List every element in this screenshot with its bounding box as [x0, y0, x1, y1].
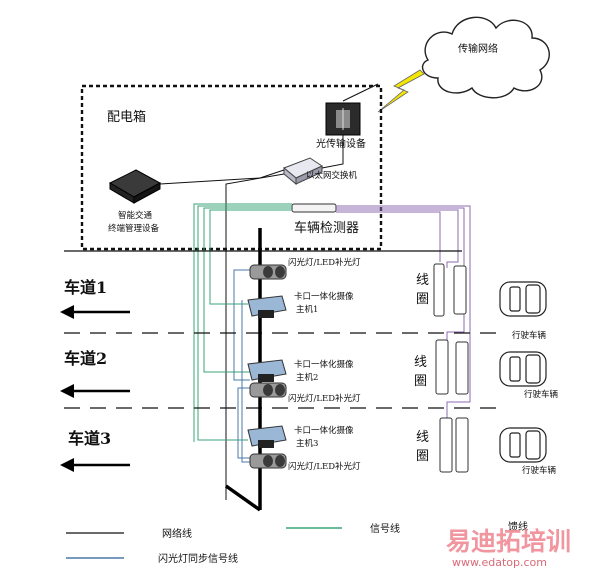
- cloud-label: 传输网络: [458, 42, 498, 55]
- camera-1-label-line1: 卡口一体化摄像: [294, 291, 354, 302]
- vehicle-detector: [291, 203, 337, 213]
- camera-3-label-line1: 卡口一体化摄像: [294, 425, 354, 436]
- legend-signal-label: 信号线: [370, 522, 400, 535]
- legend: 网络线 信号线 馈线 闪光灯同步信号线: [66, 520, 528, 565]
- legend-flash-sync-label: 闪光灯同步信号线: [158, 552, 238, 565]
- ethernet-switch: [283, 157, 324, 186]
- lane-3-label: 车道3: [68, 429, 111, 448]
- camera-1-label-line2: 主机1: [296, 304, 318, 315]
- coil-pair-2: [435, 339, 469, 395]
- vehicle-3-icon: [499, 427, 547, 463]
- legend-coil-label: 馈线: [508, 520, 528, 533]
- flash-sync-lines: [233, 269, 250, 463]
- flash-light-3: [249, 453, 287, 469]
- lightning-icon: [377, 69, 425, 113]
- switch-label: 以太网交换机: [306, 170, 358, 181]
- flash-light-3-label: 闪光灯/LED补光灯: [288, 461, 361, 472]
- camera-2: [247, 359, 287, 382]
- terminal-label-line1: 智能交通: [118, 210, 153, 221]
- flash-light-1-label: 闪光灯/LED补光灯: [288, 257, 361, 268]
- lane-2-label: 车道2: [64, 349, 107, 368]
- detector-label: 车辆检测器: [294, 220, 359, 236]
- coil-1-label-bottom: 圈: [416, 292, 429, 307]
- legend-network-label: 网络线: [162, 527, 192, 540]
- vehicle-1-label: 行驶车辆: [512, 330, 547, 341]
- camera-3: [247, 425, 287, 448]
- cloud-icon: [421, 16, 550, 99]
- lane-1-label: 车道1: [64, 278, 107, 297]
- watermark-brand: 易迪拓培训: [446, 527, 571, 556]
- camera-2-label-line2: 主机2: [296, 372, 318, 383]
- cabinet-label: 配电箱: [107, 109, 146, 125]
- optical-transmission-device: [325, 102, 361, 136]
- vehicle-3-label: 行驶车辆: [522, 465, 557, 476]
- network-lines: [159, 83, 379, 500]
- lane-2-arrow-icon: [60, 384, 130, 398]
- vehicle-2-icon: [499, 351, 547, 387]
- camera-1: [247, 295, 287, 318]
- vehicle-1-icon: [499, 281, 547, 317]
- watermark-logo: 易迪拓培训 www.edatop.com: [446, 527, 571, 569]
- coil-pair-3: [439, 417, 469, 473]
- signal-lines: [193, 203, 292, 442]
- coil-pair-1: [433, 263, 467, 317]
- terminal-label-line2: 终端管理设备: [108, 223, 160, 234]
- distribution-cabinet: [80, 84, 383, 251]
- lane-1-arrow-icon: [60, 305, 130, 319]
- flash-light-1: [249, 264, 287, 280]
- coil-feeder-lines: [336, 205, 471, 418]
- coil-3-label-top: 线: [416, 430, 429, 445]
- coil-1-label-top: 线: [416, 273, 429, 288]
- coil-2-label-top: 线: [414, 355, 427, 370]
- coil-3-label-bottom: 圈: [416, 449, 429, 464]
- optical-device-label: 光传输设备: [316, 137, 366, 150]
- vehicle-2-label: 行驶车辆: [524, 389, 559, 400]
- flash-light-2-label: 闪光灯/LED补光灯: [288, 393, 361, 404]
- flash-light-2: [249, 382, 287, 398]
- coil-2-label-bottom: 圈: [414, 374, 427, 389]
- camera-3-label-line2: 主机3: [296, 438, 318, 449]
- lane-3-arrow-icon: [60, 458, 130, 472]
- terminal-management-device: [108, 169, 162, 204]
- camera-2-label-line1: 卡口一体化摄像: [294, 359, 354, 370]
- watermark-url: www.edatop.com: [452, 556, 547, 569]
